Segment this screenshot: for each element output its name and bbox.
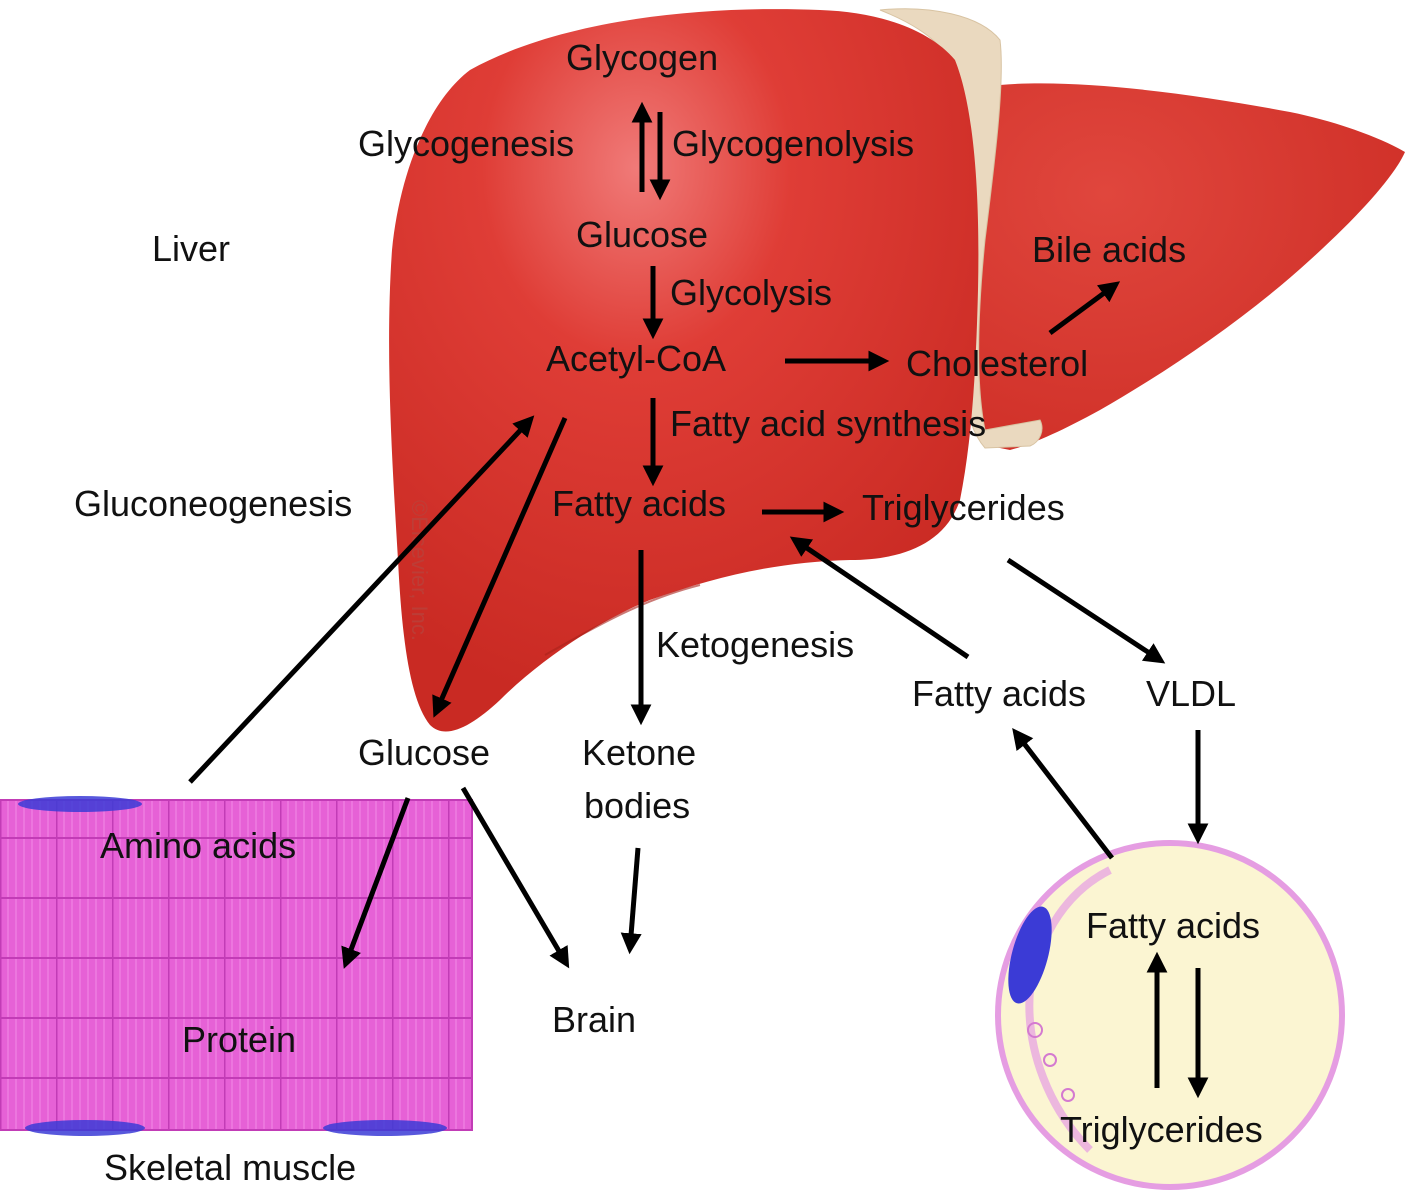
label-vldl: VLDL (1146, 673, 1236, 714)
arrow-adipocyte-to-fatty-acids (1012, 728, 1114, 860)
arrow-triglycerides-to-vldl (1006, 557, 1166, 664)
label-glycogenolysis: Glycogenolysis (672, 123, 914, 164)
label-bodies: bodies (584, 785, 690, 826)
label-gluconeogenesis: Gluconeogenesis (74, 483, 352, 524)
arrow-cholesterol-to-bile-acids (1048, 281, 1121, 336)
label-triglycerides-liver: Triglycerides (862, 487, 1065, 528)
copyright-watermark: ©Elsevier, Inc. (407, 500, 432, 641)
adipocyte (995, 840, 1345, 1190)
label-glucose-blood: Glucose (358, 732, 490, 773)
arrow-aminoacids-to-acetylcoa (188, 415, 535, 784)
arrow-glucose-to-protein (341, 797, 411, 969)
arrows (188, 101, 1209, 1099)
label-fatty-acids-liver: Fatty acids (552, 483, 726, 524)
arrow-blood-fattyacids-to-liver (789, 536, 970, 660)
label-triglycerides-adipose: Triglycerides (1060, 1109, 1263, 1150)
label-brain: Brain (552, 999, 636, 1040)
label-glycolysis: Glycolysis (670, 272, 832, 313)
adipocyte-nucleus (1008, 906, 1052, 1004)
liver-right-lobe (389, 9, 979, 732)
muscle-nucleus-bottom-right (323, 1120, 447, 1136)
label-amino-acids: Amino acids (100, 825, 296, 866)
arrow-glucose-to-brain (460, 786, 570, 969)
arrow-gluconeogenesis-to-glucose (432, 416, 568, 718)
label-fatty-acids-blood: Fatty acids (912, 673, 1086, 714)
labels: Liver Glycogen Glycogenesis Glycogenolys… (74, 37, 1263, 1188)
label-cholesterol: Cholesterol (906, 343, 1088, 384)
label-ketone: Ketone (582, 732, 696, 773)
adipocyte-cell (995, 840, 1345, 1190)
label-fatty-acids-adipose: Fatty acids (1086, 905, 1260, 946)
label-ketogenesis: Ketogenesis (656, 624, 854, 665)
muscle-tissue (0, 800, 472, 1130)
liver-left-lobe (976, 83, 1405, 450)
label-glucose-liver: Glucose (576, 214, 708, 255)
label-bile-acids: Bile acids (1032, 229, 1186, 270)
label-glycogenesis: Glycogenesis (358, 123, 574, 164)
muscle-nucleus-bottom-left (25, 1120, 145, 1136)
label-skeletal-muscle: Skeletal muscle (104, 1147, 356, 1188)
label-glycogen: Glycogen (566, 37, 718, 78)
label-fatty-acid-synthesis: Fatty acid synthesis (670, 403, 986, 444)
muscle-nucleus-top (18, 796, 142, 812)
liver-organ: ©Elsevier, Inc. (389, 8, 1405, 732)
label-liver: Liver (152, 228, 230, 269)
label-protein: Protein (182, 1019, 296, 1060)
arrow-ketones-to-brain (620, 847, 642, 955)
skeletal-muscle (0, 796, 473, 1136)
liver-crease (544, 584, 701, 656)
label-acetyl-coa: Acetyl-CoA (546, 338, 726, 379)
